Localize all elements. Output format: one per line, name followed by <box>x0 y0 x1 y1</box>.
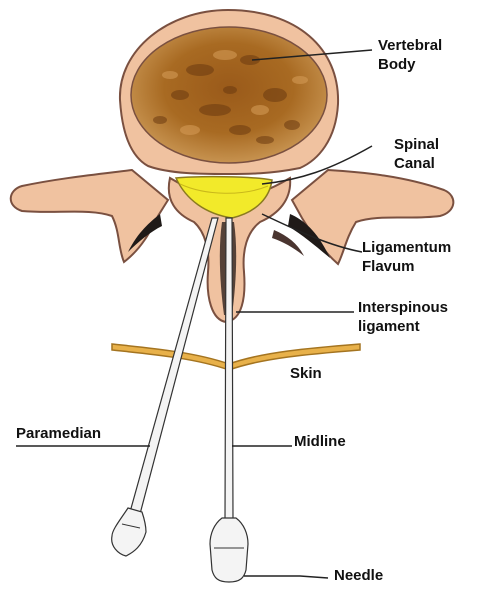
label-paramedian: Paramedian <box>16 424 101 443</box>
label-vertebral-body-line2: Body <box>378 55 442 74</box>
label-vertebral-body-line1: Vertebral <box>378 36 442 55</box>
label-interspinous-ligament-line2: ligament <box>358 317 448 336</box>
label-spinal-canal-line1: Spinal <box>394 135 439 154</box>
label-vertebral-body: Vertebral Body <box>378 36 442 74</box>
skin-band <box>112 344 360 370</box>
label-spinal-canal: Spinal Canal <box>394 135 439 173</box>
label-ligamentum-flavum: Ligamentum Flavum <box>362 238 451 276</box>
paramedian-needle <box>112 218 218 556</box>
vertebral-body-shape <box>120 10 338 174</box>
label-ligamentum-flavum-line2: Flavum <box>362 257 451 276</box>
label-spinal-canal-line2: Canal <box>394 154 439 173</box>
label-midline: Midline <box>294 432 346 451</box>
left-transverse-process <box>11 170 168 262</box>
leader-needle <box>244 576 328 578</box>
label-ligamentum-flavum-line1: Ligamentum <box>362 238 451 257</box>
label-needle: Needle <box>334 566 383 585</box>
label-interspinous-ligament: Interspinous ligament <box>358 298 448 336</box>
right-lamina-dark-band-2 <box>272 230 304 256</box>
label-skin: Skin <box>290 364 322 383</box>
label-interspinous-ligament-line1: Interspinous <box>358 298 448 317</box>
